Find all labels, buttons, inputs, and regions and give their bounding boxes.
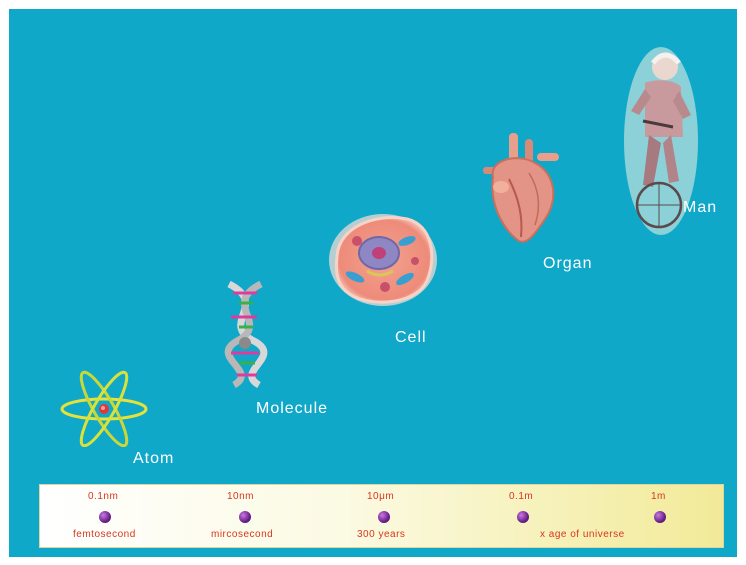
time-label: femtosecond bbox=[73, 529, 136, 540]
stage-label-organ: Organ bbox=[543, 255, 592, 273]
time-label: mircosecond bbox=[211, 529, 273, 540]
scale-marker bbox=[378, 511, 390, 523]
scale-marker bbox=[654, 511, 666, 523]
size-label: 0.1m bbox=[509, 491, 533, 502]
scale-bar: 0.1nm femtosecond 10nm mircosecond 10μm … bbox=[39, 484, 724, 548]
size-label: 1m bbox=[651, 491, 666, 502]
size-label: 10μm bbox=[367, 491, 394, 502]
time-label: x age of universe bbox=[540, 529, 625, 540]
stage-label-man: Man bbox=[683, 199, 717, 217]
evolution-diagram: Atom Molecule bbox=[9, 9, 737, 557]
scale-marker bbox=[239, 511, 251, 523]
time-label: 300 years bbox=[357, 529, 405, 540]
stage-label-atom: Atom bbox=[133, 450, 174, 468]
stage-label-molecule: Molecule bbox=[256, 400, 328, 418]
scale-marker bbox=[99, 511, 111, 523]
heart-organ-icon bbox=[479, 129, 565, 249]
size-label: 0.1nm bbox=[88, 491, 118, 502]
dna-molecule-icon bbox=[209, 279, 279, 389]
scale-marker bbox=[517, 511, 529, 523]
atom-icon bbox=[59, 367, 149, 447]
size-label: 10nm bbox=[227, 491, 254, 502]
stage-label-cell: Cell bbox=[395, 329, 427, 347]
cell-icon bbox=[327, 211, 439, 309]
